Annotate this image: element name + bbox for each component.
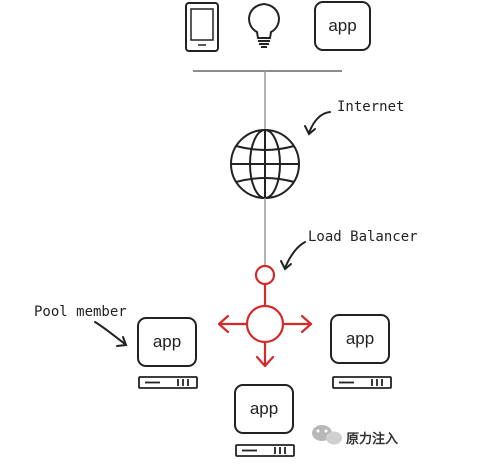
server-app-label: app (346, 329, 374, 348)
server-node: app (137, 317, 198, 389)
load-balancer-label: Load Balancer (308, 229, 418, 245)
load-balancer-icon (217, 264, 313, 368)
watermark: 原力注入 (312, 425, 398, 447)
server-rack-icon (332, 376, 392, 389)
app-device: app (314, 1, 371, 51)
internet-pointer-arrow (304, 111, 331, 136)
lightbulb-icon (248, 2, 280, 48)
wechat-icon (312, 425, 342, 445)
load-balancer-pointer-arrow (280, 241, 306, 271)
internet-label: Internet (337, 99, 404, 115)
server-rack-icon (235, 444, 295, 457)
server-app-label: app (153, 332, 181, 351)
pool-member-pointer-arrow (94, 321, 128, 347)
globe-icon (230, 129, 300, 199)
server-node: app (330, 314, 392, 389)
phone-icon (185, 2, 219, 52)
pool-member-label: Pool member (34, 304, 127, 320)
server-rack-icon (138, 376, 198, 389)
server-node: app (234, 384, 295, 457)
app-device-label: app (328, 16, 356, 35)
server-app-label: app (250, 399, 278, 418)
watermark-text: 原力注入 (346, 431, 398, 447)
